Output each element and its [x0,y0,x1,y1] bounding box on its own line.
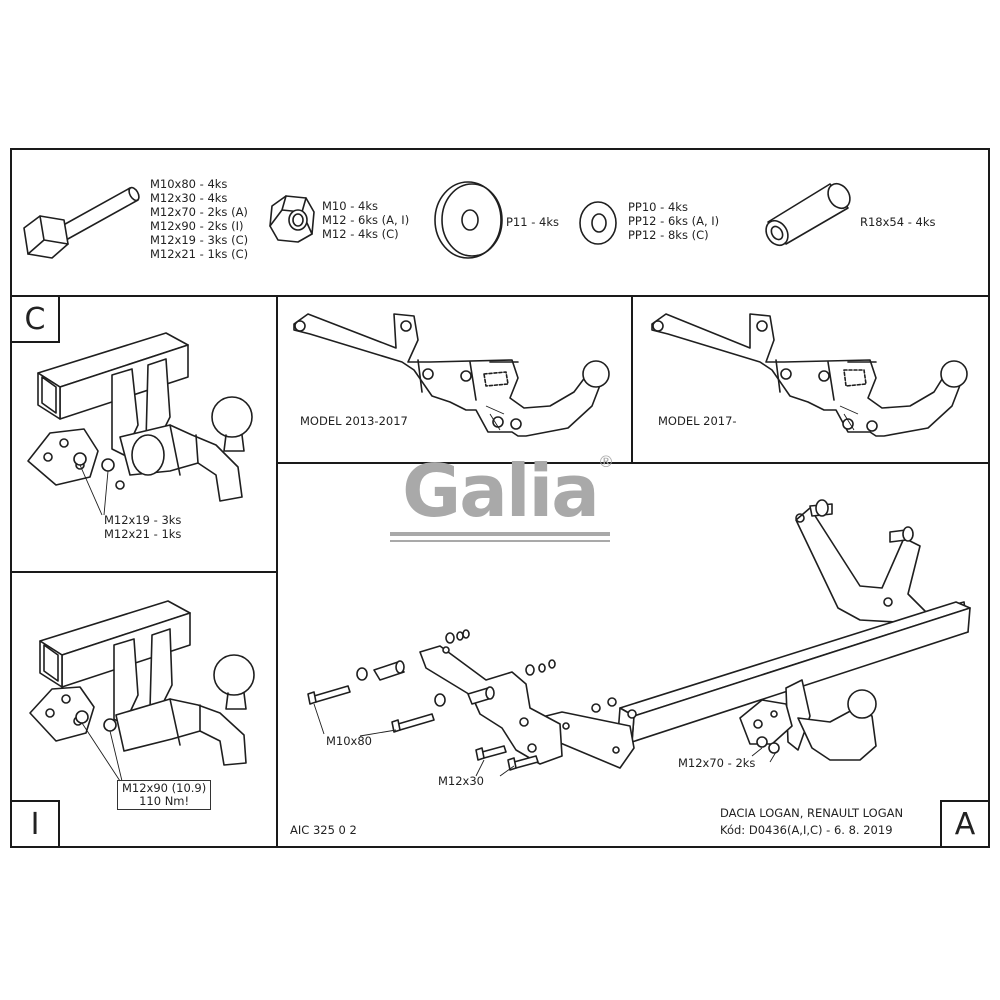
spring-washer-spec: PP10 - 4ks [628,200,688,214]
divider-parts [10,295,990,297]
callout-torque: 110 Nm! [139,794,190,808]
bolt-spec: M12x30 - 4ks [150,191,228,205]
model-2013-2017-drawing [293,313,610,437]
logo-underline [390,532,610,536]
spring-washer-spec: PP12 - 8ks (C) [628,228,709,242]
bolt-spec: M12x21 - 1ks (C) [150,247,249,261]
spring-washers-list: PP10 - 4ks PP12 - 6ks (A, I) PP12 - 8ks … [628,200,719,242]
callout-m10x80: M10x80 [326,734,372,748]
nut-spec: M10 - 4ks [322,199,378,213]
nut-spec: M12 - 4ks (C) [322,227,399,241]
model-2013-2017-label: MODEL 2013-2017 [300,414,408,428]
nut-illustration [269,195,315,243]
vehicle-name: DACIA LOGAN, RENAULT LOGAN [720,806,904,820]
callout-m12x21: M12x21 - 1ks [104,527,182,541]
bolt-illustration [23,186,140,259]
variant-i-callouts: M12x90 (10.9) 110 Nm! [117,780,212,810]
galia-logo: Galia ® [388,448,614,548]
model-2017-drawing [651,313,968,437]
bolts-list: M10x80 - 4ks M12x30 - 4ks M12x70 - 2ks (… [150,177,248,261]
nuts-list: M10 - 4ks M12 - 6ks (A, I) M12 - 4ks (C) [322,199,409,241]
divider-c-i [10,571,277,573]
divider-left-column [276,295,278,848]
callout-m12x30: M12x30 [438,774,484,788]
variant-c-label: C [10,295,60,343]
variant-c-callouts: M12x19 - 3ks M12x21 - 1ks [104,513,181,541]
logo-wordmark: Galia [402,449,600,533]
document-code-date: Kód: D0436(A,I,C) - 6. 8. 2019 [720,823,893,837]
logo-registered-mark: ® [598,452,614,471]
spring-washer-illustration [579,201,617,245]
divider-models [276,462,990,464]
callout-m12x19: M12x19 - 3ks [104,513,182,527]
model-2017-label: MODEL 2017- [658,414,737,428]
divider-model-pair [631,295,633,463]
bolt-spec: M12x19 - 3ks (C) [150,233,249,247]
variant-i-label: I [10,800,60,848]
variant-i-drawing [29,600,255,782]
variant-a-label: A [940,800,990,848]
drawing-sheet [10,148,990,848]
nut-spec: M12 - 6ks (A, I) [322,213,410,227]
spring-washer-spec: PP12 - 6ks (A, I) [628,214,720,228]
washer-illustration [434,181,503,259]
drawing-code: AIC 325 0 2 [290,823,357,837]
variant-c-drawing [27,332,253,516]
bolt-spec: M12x70 - 2ks (A) [150,205,248,219]
callout-m12x90: M12x90 (10.9) [122,781,207,795]
spacer-spec: R18x54 - 4ks [860,215,936,229]
bolt-spec: M10x80 - 4ks [150,177,228,191]
spacer-illustration [765,182,851,247]
variant-a-assembly-drawing [307,499,971,777]
bolt-spec: M12x90 - 2ks (I) [150,219,244,233]
washer-spec: P11 - 4ks [506,215,559,229]
logo-underline-thin [390,540,610,542]
callout-m12x70: M12x70 - 2ks [678,756,756,770]
